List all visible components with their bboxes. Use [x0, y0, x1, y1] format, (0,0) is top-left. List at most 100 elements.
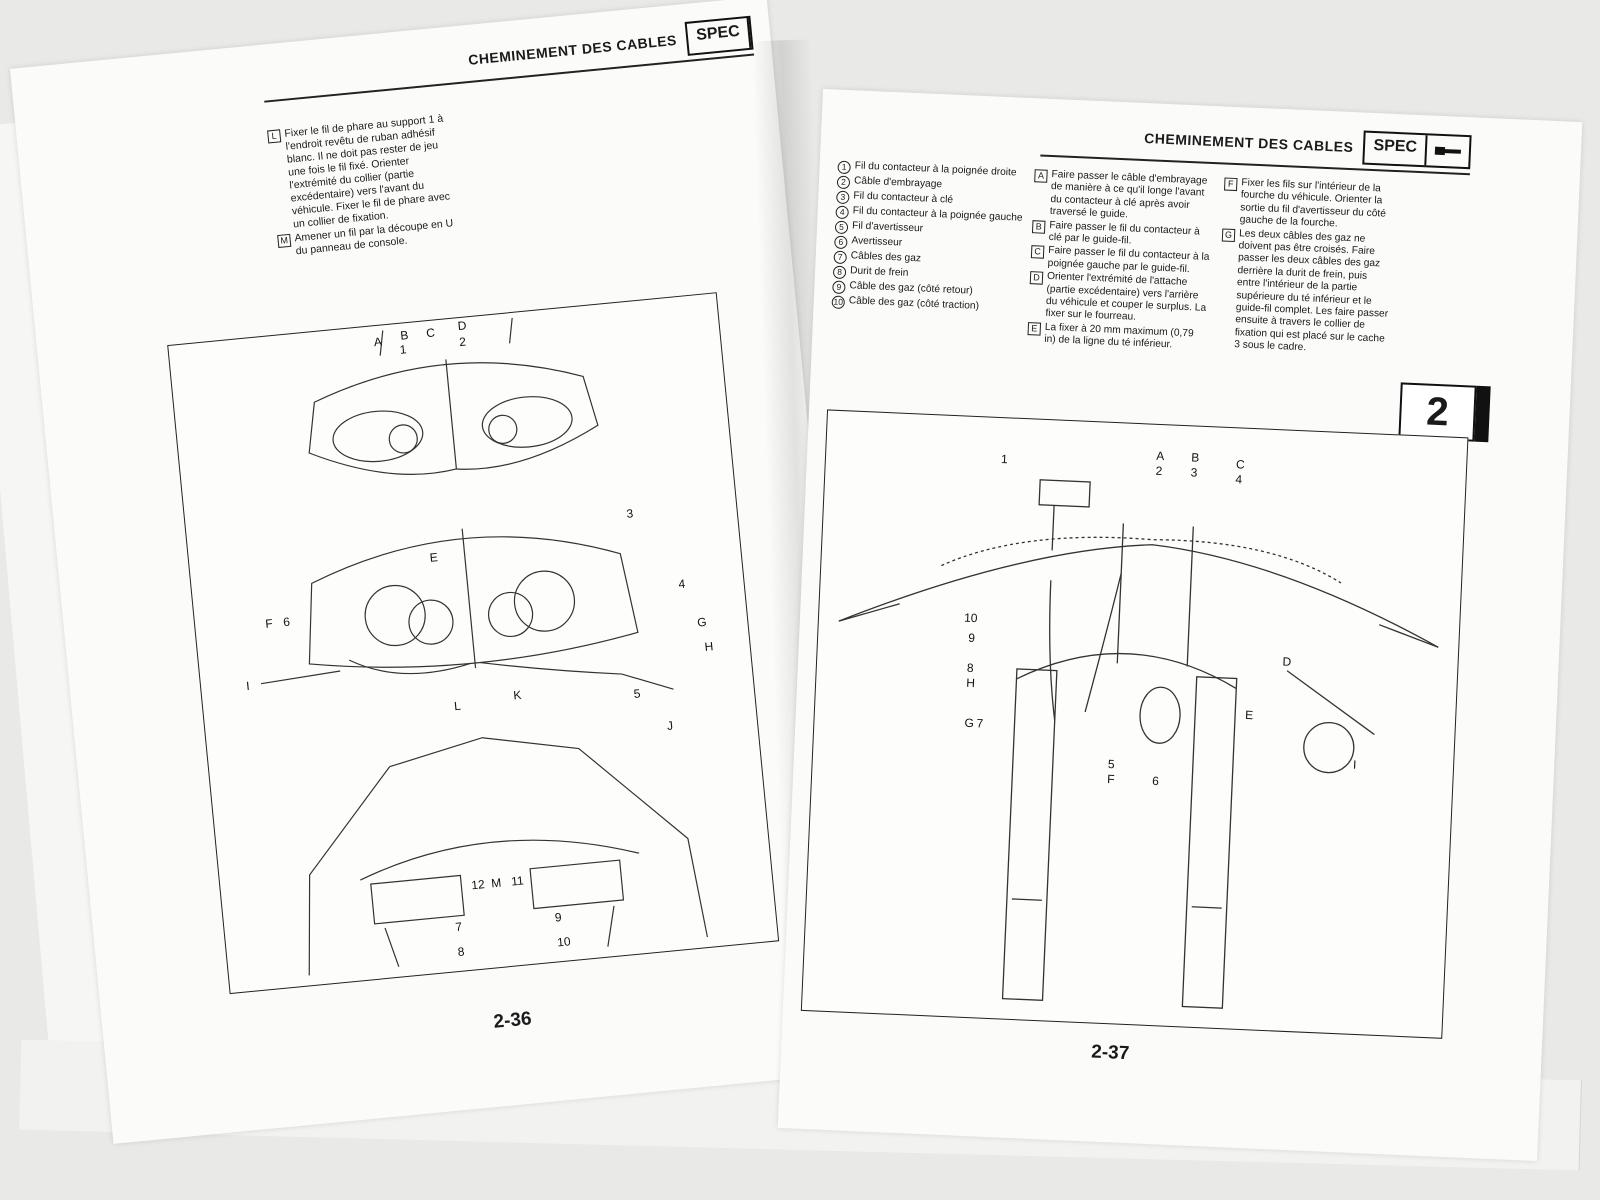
fig-number: 10: [964, 611, 978, 626]
headlight-wiring-diagram: A B C D E F G H I J K L M 1 2 3 4 5 6 7: [167, 292, 780, 995]
note-marker: G: [1221, 228, 1236, 242]
fig-label: K: [513, 688, 522, 703]
fig-number: 9: [968, 631, 976, 645]
left-notes: L Fixer le fil de phare au support 1 à l…: [267, 112, 459, 261]
legend-text: Durit de frein: [849, 265, 909, 279]
fig-label: J: [666, 718, 673, 733]
wire-harness-middle: [348, 528, 674, 690]
fig-label: A: [1156, 449, 1165, 463]
cable-routing: [941, 536, 1342, 584]
fig-number: 8: [457, 944, 465, 959]
console-right: [529, 859, 625, 910]
fig-number: 2: [459, 334, 467, 349]
master-cylinder: [1038, 479, 1091, 508]
fig-label: E: [1245, 708, 1254, 722]
stems: [1051, 505, 1194, 667]
center-wire-top: [445, 359, 457, 470]
right-page-header: CHEMINEMENT DES CABLES SPEC: [1143, 121, 1472, 170]
fig-number: 5: [633, 686, 641, 701]
lower-triple-clamp: [1016, 652, 1237, 690]
fig-number: 7: [976, 716, 984, 730]
fig-label: B: [1191, 450, 1200, 464]
throttle-cables: [1049, 573, 1122, 721]
note-marker: F: [1223, 177, 1238, 192]
legend-number: 4: [835, 205, 849, 220]
left-page-number: 2-36: [492, 1008, 533, 1033]
lamp-right: [488, 414, 518, 444]
fig-number: 9: [554, 910, 562, 925]
fig-number: 3: [1190, 465, 1198, 479]
fig-label: D: [1282, 655, 1292, 669]
note-item: L Fixer le fil de phare au support 1 à l…: [267, 112, 456, 233]
legend-number: 2: [836, 175, 851, 190]
fig-number: 11: [511, 873, 525, 888]
fork-rings: [1011, 898, 1222, 909]
leader-D: [1286, 670, 1375, 736]
fig-label: G: [964, 716, 974, 730]
fig-label: C: [426, 325, 436, 340]
legend-text: Avertisseur: [851, 235, 903, 249]
legend-number: 6: [834, 235, 848, 250]
fork-leg-right: [1181, 676, 1238, 1009]
lamp-left: [388, 424, 418, 454]
section-title: CHEMINEMENT DES CABLES: [1143, 129, 1354, 156]
fig-label: F: [265, 616, 274, 631]
note-marker: E: [1027, 321, 1042, 336]
horn: [1139, 686, 1181, 744]
fig-label: H: [966, 676, 975, 690]
fig-number: 4: [678, 577, 686, 592]
note-marker: M: [277, 233, 292, 249]
note-text: Faire passer le câble d'embrayage de man…: [1049, 168, 1208, 221]
fig-number: 12: [471, 877, 486, 892]
legend-number: 8: [832, 265, 847, 280]
note-text: Fixer les fils sur l'intérieur de la fou…: [1239, 177, 1387, 230]
reflector-left: [364, 584, 426, 647]
legend-number: 5: [834, 220, 849, 235]
fig-label: G: [697, 615, 708, 630]
chapter-tab: 2: [1398, 382, 1491, 443]
fig-label: E: [429, 550, 438, 565]
headlight-lens-right: [481, 396, 573, 448]
fig-number: 10: [557, 934, 572, 949]
spec-badge: SPEC: [685, 15, 754, 56]
section-title: CHEMINEMENT DES CABLES: [467, 31, 678, 68]
legend-number: 9: [832, 280, 846, 295]
note-marker: C: [1030, 245, 1045, 260]
right-page-number: 2-37: [1090, 1041, 1130, 1065]
note-marker: B: [1031, 219, 1046, 234]
chapter-bar: [1474, 385, 1491, 443]
fig-number: 7: [455, 920, 463, 935]
fig-label: A: [373, 335, 382, 350]
spec-badge: SPEC: [1362, 130, 1472, 170]
fig-label: B: [400, 328, 409, 343]
note-text: Orienter l'extrémité de l'attache (parti…: [1045, 271, 1207, 324]
spec-label: SPEC: [687, 17, 752, 54]
console-panel: [360, 839, 640, 881]
fig-label: I: [246, 679, 251, 693]
fig-label: M: [491, 876, 502, 891]
note-marker: L: [267, 129, 282, 144]
fig-number: 4: [1235, 472, 1243, 486]
left-page: CHEMINEMENT DES CABLES SPEC L Fixer le f…: [9, 0, 871, 1144]
chapter-number: 2: [1398, 382, 1477, 442]
legend-number: 7: [833, 250, 847, 265]
note-text: Fixer le fil de phare au support 1 à l'e…: [283, 112, 451, 231]
legend-number: 10: [831, 295, 846, 310]
fig-label: H: [704, 639, 714, 654]
headlight-lens-left: [332, 410, 424, 463]
fig-number: 6: [283, 615, 291, 630]
fig-number: 5: [1108, 757, 1116, 771]
headlight-outline-top: [308, 362, 599, 475]
handlebar: [838, 544, 1439, 648]
spec-label: SPEC: [1364, 132, 1428, 166]
grips: [838, 603, 1439, 648]
fig-label: F: [1107, 772, 1115, 786]
wrench-icon: [1426, 135, 1469, 167]
headlight-diagram-svg: A B C D E F G H I J K L M 1 2 3 4 5 6 7: [246, 317, 714, 976]
